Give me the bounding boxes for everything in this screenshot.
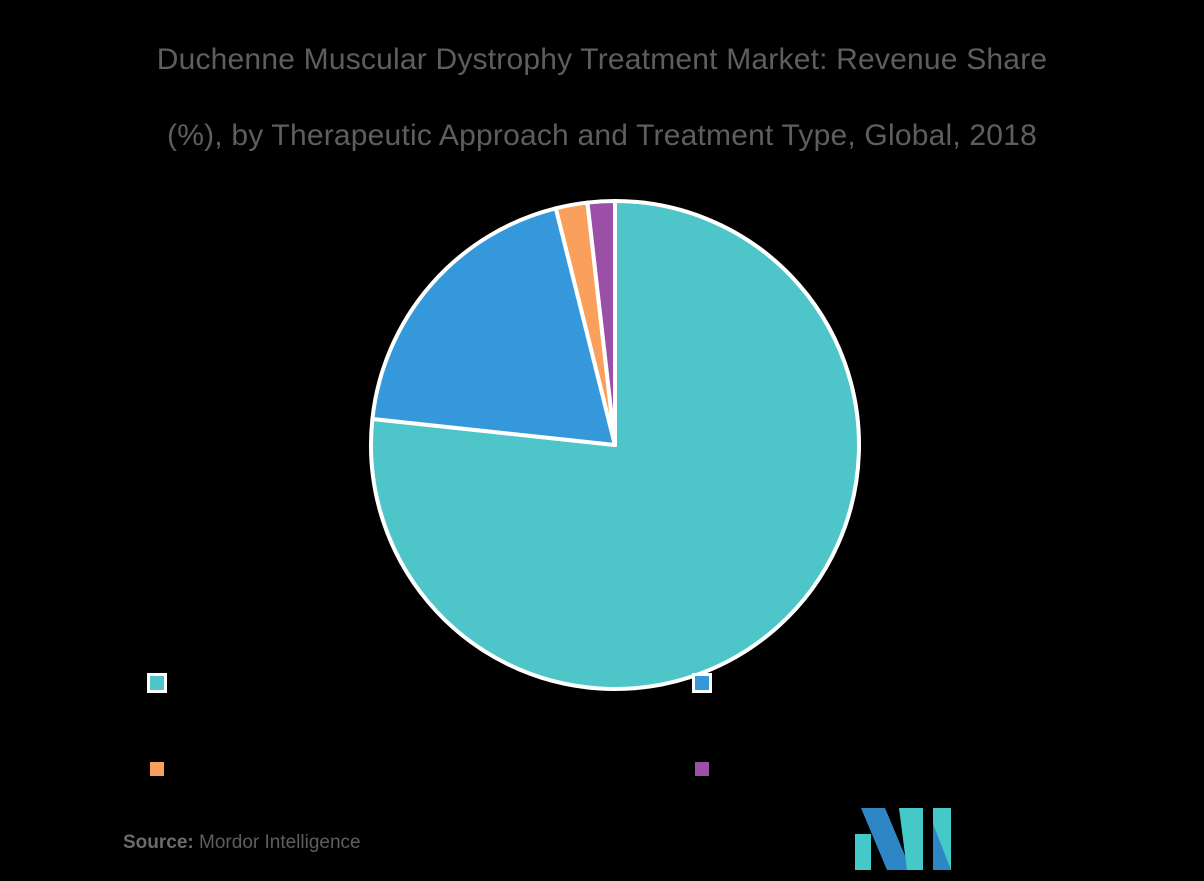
title-line-1: Duchenne Muscular Dystrophy Treatment Ma…	[156, 43, 1048, 76]
chart-legend	[147, 672, 770, 802]
legend-swatch-icon-0	[147, 673, 167, 693]
pie-slice-group	[369, 199, 861, 691]
source-value-text: Mordor Intelligence	[199, 832, 361, 853]
pie-chart-svg	[369, 199, 861, 691]
logo-mark	[855, 808, 951, 870]
logo-shape-i-blue	[933, 824, 951, 870]
logo-svg	[855, 808, 951, 870]
legend-swatch-icon-3	[695, 762, 709, 776]
legend-item-3[interactable]	[695, 758, 719, 780]
pie-slice-1[interactable]	[370, 206, 617, 447]
pie-slice-0[interactable]	[369, 199, 861, 691]
pie-chart	[368, 198, 862, 692]
pie-slice-3[interactable]	[585, 199, 617, 447]
legend-item-1[interactable]	[692, 672, 719, 694]
page-title: Duchenne Muscular Dystrophy Treatment Ma…	[0, 22, 1204, 174]
legend-item-0[interactable]	[147, 672, 174, 694]
source-note: Source: Mordor Intelligence	[123, 832, 361, 854]
legend-item-2[interactable]	[150, 758, 174, 780]
mordor-intelligence-logo	[855, 808, 967, 870]
title-line-2: (%), by Therapeutic Approach and Treatme…	[167, 119, 1037, 152]
logo-shape-m-left-teal	[855, 834, 871, 870]
source-label: Source:	[123, 832, 194, 853]
legend-swatch-icon-2	[150, 762, 164, 776]
legend-swatch-icon-1	[692, 673, 712, 693]
logo-shape-m-left-blue	[861, 808, 911, 870]
logo-shape-m-right-teal	[899, 808, 923, 870]
